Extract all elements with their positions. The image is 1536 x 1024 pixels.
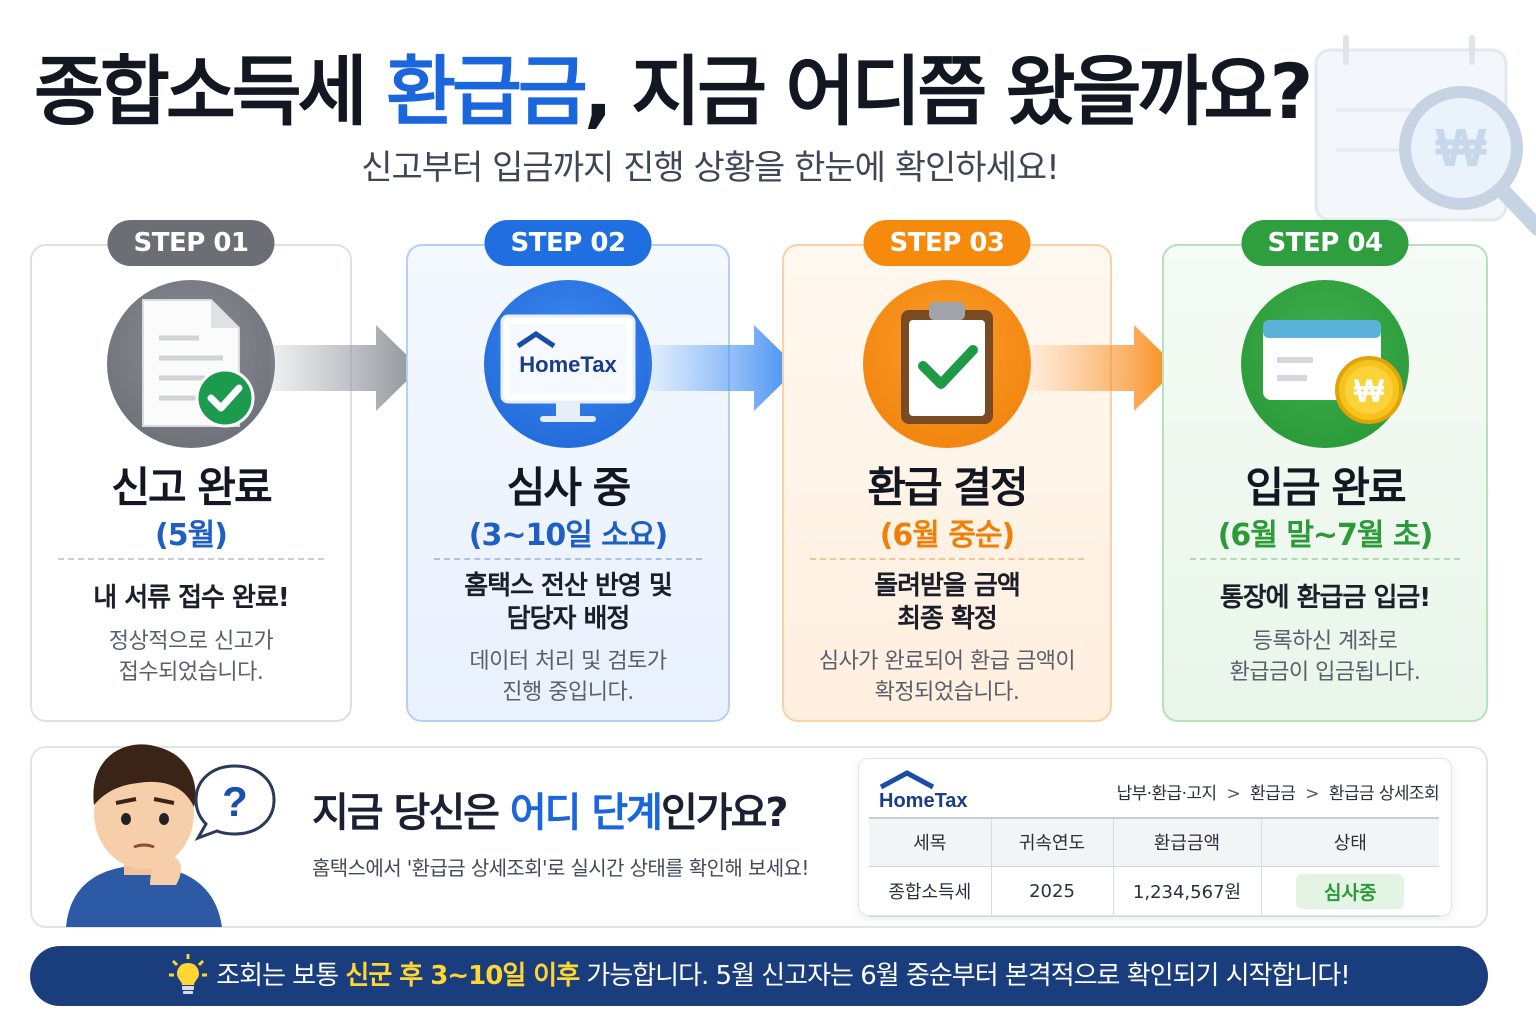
desc-line: 심사가 완료되어 환급 금액이 bbox=[818, 649, 1076, 674]
thinking-person-icon bbox=[66, 744, 222, 927]
lightbulb-icon bbox=[169, 953, 208, 994]
step-name: 환급 결정 bbox=[867, 463, 1028, 512]
column-header: 귀속연도 bbox=[991, 817, 1114, 867]
divider bbox=[1190, 558, 1460, 560]
title-text: 종합소득세 bbox=[34, 47, 387, 136]
step-badge: STEP 04 bbox=[1241, 220, 1409, 266]
heading-line: 돌려받을 금액 bbox=[874, 571, 1021, 601]
refund-table: 세목 귀속연도 환급금액 상태 종합소득세 2025 1,234,567원 심사… bbox=[869, 817, 1439, 917]
step-badge: STEP 03 bbox=[863, 220, 1031, 266]
step-description: 심사가 완료되어 환급 금액이 확정되었습니다. bbox=[784, 646, 1110, 708]
document-check-icon bbox=[107, 280, 275, 448]
q-text: 지금 당신은 bbox=[312, 790, 510, 836]
info-banner: 조회는 보통 신군 후 3~10일 이후 가능합니다. 5월 신고자는 6월 중… bbox=[30, 946, 1488, 1006]
divider bbox=[434, 558, 702, 560]
desc-line: 환급금이 입금됩니다. bbox=[1229, 660, 1421, 685]
hometax-logo: HomeTax bbox=[879, 770, 968, 809]
step-time: (5월) bbox=[155, 518, 228, 553]
table-header-row: 세목 귀속연도 환급금액 상태 bbox=[869, 817, 1439, 867]
table-cell: 1,234,567원 bbox=[1113, 866, 1262, 917]
table-row: 종합소득세 2025 1,234,567원 심사중 bbox=[869, 866, 1439, 917]
won-symbol: ₩ bbox=[1436, 118, 1487, 178]
step-card-3: STEP 03 환급 결정 (6월 중순) 돌려받을 금액 최종 확정 심사가 … bbox=[782, 220, 1112, 722]
step-name: 심사 중 bbox=[506, 463, 632, 512]
banner-highlight: 신군 후 3~10일 이후 bbox=[345, 961, 580, 991]
hometax-monitor-icon: HomeTax bbox=[484, 280, 652, 448]
step-name: 입금 완료 bbox=[1245, 463, 1406, 512]
status-badge: 심사중 bbox=[1296, 873, 1405, 909]
banner-text: 조회는 보통 bbox=[216, 961, 346, 991]
step-time: (6월 말~7월 초) bbox=[1217, 518, 1434, 553]
title-text-end: , 지금 어디쯤 왔을까요? bbox=[583, 47, 1314, 136]
table-cell: 심사중 bbox=[1261, 866, 1439, 917]
arrow-right-icon bbox=[270, 325, 420, 411]
step-heading: 홈택스 전산 반영 및 담당자 배정 bbox=[408, 570, 728, 636]
step-heading: 내 서류 접수 완료! bbox=[93, 583, 289, 613]
breadcrumb-item[interactable]: 환급금 상세조회 bbox=[1328, 784, 1440, 804]
step-card-4: STEP 04 ₩ 입금 완료 (6월 말~7월 초) 통장에 환급금 입금! … bbox=[1162, 220, 1488, 722]
step-name: 신고 완료 bbox=[111, 463, 272, 512]
step-heading: 통장에 환급금 입금! bbox=[1219, 583, 1431, 613]
hometax-logo-text: HomeTax bbox=[879, 790, 968, 809]
column-header: 세목 bbox=[869, 817, 992, 867]
step-time: (3~10일 소요) bbox=[468, 518, 668, 553]
page-subtitle: 신고부터 입금까지 진행 상황을 한눈에 확인하세요! bbox=[361, 148, 1060, 188]
arrow-right-icon bbox=[648, 325, 798, 411]
breadcrumb-item[interactable]: 환급금 bbox=[1250, 784, 1296, 804]
heading-line: 담당자 배정 bbox=[506, 604, 631, 634]
step-time: (6월 중순) bbox=[879, 518, 1016, 553]
question-bubble-icon: ? bbox=[194, 764, 276, 841]
divider bbox=[810, 558, 1084, 560]
question-subtitle: 홈택스에서 '환급금 상세조회'로 실시간 상태를 확인해 보세요! bbox=[312, 856, 809, 880]
breadcrumb: 납부·환급·고지 > 환급금 > 환급금 상세조회 bbox=[1116, 779, 1440, 804]
title-highlight: 환급금 bbox=[386, 47, 588, 136]
hometax-refund-lookup: HomeTax 납부·환급·고지 > 환급금 > 환급금 상세조회 세목 귀속연도 환급… bbox=[858, 758, 1452, 917]
desc-line: 등록하신 계좌로 bbox=[1252, 629, 1398, 654]
desc-line: 데이터 처리 및 검토가 bbox=[469, 649, 667, 674]
won-symbol: ₩ bbox=[1354, 373, 1385, 409]
step-card-1: STEP 01 신고 완료 (5월) 내 서류 접수 완료! 정상적으로 신고가… bbox=[30, 220, 352, 722]
clipboard-check-icon bbox=[863, 280, 1031, 448]
q-text-end: 인가요? bbox=[661, 790, 789, 836]
table-cell: 2025 bbox=[991, 866, 1114, 917]
breadcrumb-separator: > bbox=[1305, 784, 1319, 804]
step-description: 정상적으로 신고가 접수되었습니다. bbox=[32, 626, 350, 688]
step-heading: 돌려받을 금액 최종 확정 bbox=[784, 570, 1110, 636]
step-card-2: STEP 02 HomeTax 심사 중 (3~10일 소요) 홈택스 전산 반… bbox=[406, 220, 730, 722]
step-description: 등록하신 계좌로 환급금이 입금됩니다. bbox=[1164, 626, 1486, 688]
page-title: 종합소득세 환급금, 지금 어디쯤 왔을까요? bbox=[34, 30, 1314, 140]
step-badge: STEP 01 bbox=[107, 220, 275, 266]
step-description: 데이터 처리 및 검토가 진행 중입니다. bbox=[408, 646, 728, 708]
breadcrumb-item[interactable]: 납부·환급·고지 bbox=[1116, 784, 1217, 804]
table-cell: 종합소득세 bbox=[869, 866, 992, 917]
heading-line: 최종 확정 bbox=[897, 604, 998, 634]
desc-line: 접수되었습니다. bbox=[118, 660, 264, 685]
divider bbox=[58, 558, 324, 560]
banner-text-end: 가능합니다. 5월 신고자는 6월 중순부터 본격적으로 확인되기 시작합니다! bbox=[579, 961, 1350, 991]
desc-line: 정상적으로 신고가 bbox=[108, 629, 274, 654]
hometax-logo-text: HomeTax bbox=[519, 352, 617, 377]
desc-line: 확정되었습니다. bbox=[874, 680, 1020, 705]
column-header: 환급금액 bbox=[1113, 817, 1262, 867]
breadcrumb-separator: > bbox=[1226, 784, 1241, 804]
question-title: 지금 당신은 어디 단계인가요? bbox=[312, 780, 789, 838]
heading-line: 홈택스 전산 반영 및 bbox=[464, 571, 673, 601]
column-header: 상태 bbox=[1261, 817, 1439, 867]
q-highlight: 어디 단계 bbox=[509, 790, 663, 836]
desc-line: 진행 중입니다. bbox=[502, 680, 634, 705]
question-mark: ? bbox=[222, 778, 248, 825]
magnifier-icon: ₩ bbox=[1314, 35, 1536, 236]
bankcard-coin-icon: ₩ bbox=[1241, 280, 1409, 448]
step-badge: STEP 02 bbox=[484, 220, 652, 266]
arrow-right-icon bbox=[1028, 325, 1178, 411]
